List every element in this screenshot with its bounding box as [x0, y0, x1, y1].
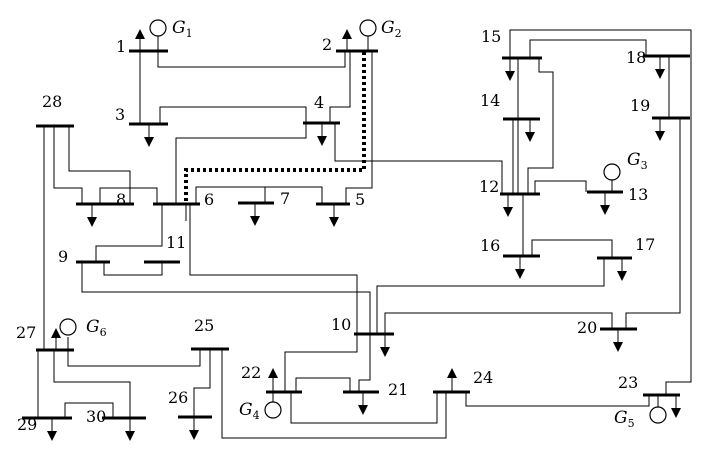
bus-label-23: 23 [618, 373, 638, 392]
bus-label-29: 29 [17, 415, 37, 434]
highlighted-path-2-6 [184, 52, 366, 204]
bus-label-24: 24 [473, 368, 493, 387]
bus-label-12: 12 [479, 177, 499, 196]
line-25-27 [67, 349, 201, 367]
line-14-15 [527, 58, 554, 194]
line-2-4 [329, 51, 351, 123]
line-21-22 [295, 377, 351, 392]
bus-label-15: 15 [481, 27, 501, 46]
line-12-13 [534, 180, 587, 194]
bus-label-18: 18 [626, 48, 646, 67]
bus-label-10: 10 [331, 315, 351, 334]
generator-g3-icon [603, 163, 621, 181]
line-25-26 [193, 349, 211, 417]
bus-label-13: 13 [628, 185, 648, 204]
bus-label-7: 7 [280, 189, 290, 208]
line-1-2 [157, 51, 346, 68]
line-9-11 [103, 262, 163, 276]
line-4-6 [175, 123, 307, 204]
bus-label-9: 9 [58, 247, 68, 266]
bus-label-26: 26 [168, 388, 188, 407]
generator-g2-icon [359, 19, 377, 37]
line-6-10 [189, 204, 358, 334]
bus-label-5: 5 [355, 190, 365, 209]
generator-labels: G1 G2 G3 G4 G5 G6 [86, 18, 648, 430]
generator-g5-icon [649, 406, 667, 424]
bus-label-3: 3 [115, 105, 125, 124]
bus-label-11: 11 [166, 233, 186, 252]
line-10-20 [384, 312, 613, 334]
line-15-23 [509, 29, 692, 395]
generator-label-g5: G5 [614, 408, 635, 430]
bus-label-25: 25 [194, 316, 214, 335]
bus-label-14: 14 [480, 91, 500, 110]
bus-label-8: 8 [116, 190, 126, 209]
bus-labels: 1 2 3 4 5 6 7 8 9 10 11 12 13 14 15 16 1… [16, 27, 655, 434]
line-2-5 [345, 51, 373, 204]
bus-label-27: 27 [16, 323, 36, 342]
generator-g1-icon [149, 19, 167, 37]
line-24-25 [221, 349, 447, 439]
line-27-30 [53, 350, 131, 418]
bus-label-21: 21 [388, 380, 408, 399]
line-6-8 [99, 187, 158, 204]
generator-label-g2: G2 [381, 18, 402, 40]
generators [59, 19, 667, 424]
bus-label-22: 22 [241, 363, 261, 382]
generator-label-g3: G3 [627, 150, 648, 172]
bus-label-28: 28 [42, 92, 62, 111]
line-15-18 [529, 39, 647, 58]
load-arrows [47, 29, 681, 441]
bus-label-6: 6 [204, 190, 214, 209]
line-29-30 [64, 402, 114, 418]
line-9-10 [81, 262, 371, 334]
bus-label-4: 4 [314, 93, 324, 112]
line-28-8b [53, 126, 83, 204]
bus-label-17: 17 [635, 235, 655, 254]
line-7-5 [264, 186, 323, 204]
line-3-4 [159, 106, 307, 124]
line-28-8 [68, 126, 131, 204]
line-16-17 [531, 239, 613, 258]
line-6-9 [95, 204, 163, 262]
line-10-21 [358, 334, 371, 392]
generator-label-g1: G1 [172, 18, 193, 40]
bus-label-2: 2 [322, 35, 332, 54]
bus-label-16: 16 [480, 236, 500, 255]
line-10-22 [284, 334, 358, 392]
bus-label-20: 20 [577, 318, 597, 337]
generator-g6-icon [59, 318, 77, 336]
generator-g4-icon [264, 401, 282, 419]
line-19-20 [625, 118, 681, 329]
line-23-24 [465, 392, 650, 407]
generator-label-g4: G4 [239, 400, 260, 422]
line-22-24 [290, 392, 438, 424]
bus-label-19: 19 [630, 96, 650, 115]
transmission-lines [37, 29, 692, 439]
line-4-12 [334, 123, 503, 194]
bus-label-1: 1 [116, 37, 126, 56]
bus-label-30: 30 [86, 407, 106, 426]
line-10-17 [376, 258, 605, 334]
generator-label-g6: G6 [86, 317, 107, 339]
